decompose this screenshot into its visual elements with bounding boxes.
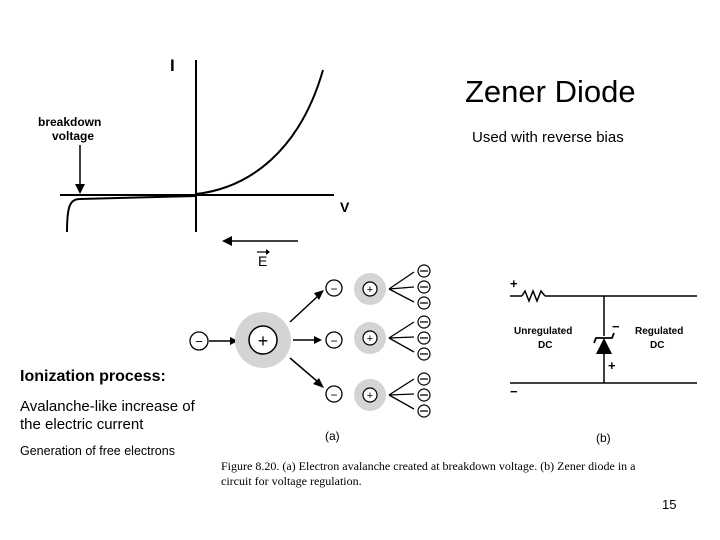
- secondary-electron-top: [325, 279, 343, 297]
- current-axis-label: I: [170, 56, 175, 75]
- regulated-dc-label: DC: [650, 340, 664, 351]
- secondary-electron-middle: [325, 331, 343, 349]
- small-ion-top: [362, 281, 378, 297]
- avalanche-arrow-bottom: [289, 357, 319, 383]
- fan-arrows: [388, 271, 415, 410]
- field-arrowhead: [222, 236, 232, 246]
- part-a-label: (a): [325, 429, 340, 443]
- ion-symbol: +: [367, 333, 373, 345]
- incoming-arrowhead: [230, 337, 238, 345]
- zener-diode-triangle: [596, 338, 612, 354]
- ionization-text-line1: Avalanche-like increase of: [20, 398, 195, 415]
- incoming-electron: [189, 331, 209, 351]
- electron-symbol: −: [330, 282, 337, 296]
- field-vector-tip: [266, 249, 270, 255]
- voltage-label: voltage: [52, 129, 94, 143]
- input-minus-sign: −: [510, 384, 518, 399]
- electron-symbol: −: [330, 334, 337, 348]
- ion-symbol: +: [367, 284, 373, 296]
- zener-diode-bar: [593, 332, 615, 344]
- unregulated-label: Unregulated: [514, 326, 572, 337]
- reverse-breakdown-curve: [66, 195, 197, 233]
- part-b-label: (b): [596, 431, 611, 445]
- diode-plus-sign: +: [608, 358, 616, 373]
- zener-circuit: + − Unregulated DC Regulated DC − + (b): [510, 276, 697, 445]
- forward-current-curve: [195, 69, 324, 195]
- breakdown-label: breakdown: [38, 115, 101, 129]
- ionization-text-line2: the electric current: [20, 416, 144, 433]
- ion-symbol: +: [367, 390, 373, 402]
- electron-column: [417, 264, 431, 418]
- page-number: 15: [662, 497, 677, 512]
- regulated-label: Regulated: [635, 326, 683, 337]
- avalanche-arrow-top: [289, 295, 319, 323]
- avalanche-diagram: − + − − − + + +: [189, 264, 431, 443]
- avalanche-arrowhead-top: [314, 290, 324, 300]
- slide-subtitle: Used with reverse bias: [472, 129, 624, 146]
- breakdown-arrowhead: [75, 184, 85, 194]
- small-ion-middle: [362, 330, 378, 346]
- large-ion-symbol: +: [258, 331, 269, 351]
- figure-caption-line2: circuit for voltage regulation.: [221, 474, 362, 488]
- resistor: [521, 288, 546, 304]
- secondary-electron-bottom: [325, 385, 343, 403]
- ionization-heading: Ionization process:: [20, 368, 166, 385]
- unregulated-dc-label: DC: [538, 340, 552, 351]
- field-label: E: [258, 253, 267, 269]
- avalanche-arrowhead-middle: [314, 336, 322, 344]
- diode-minus-sign: −: [612, 319, 620, 334]
- avalanche-arrowhead-bottom: [313, 378, 324, 388]
- electron-minus-signs: [420, 270, 428, 412]
- voltage-axis-label: V: [340, 199, 350, 215]
- ionization-text-line3: Generation of free electrons: [20, 444, 175, 458]
- input-plus-sign: +: [510, 276, 518, 291]
- large-ion: [248, 325, 278, 355]
- electron-symbol: −: [195, 334, 203, 349]
- electron-symbol: −: [330, 388, 337, 402]
- figure-caption-line1: Figure 8.20. (a) Electron avalanche crea…: [221, 459, 636, 473]
- small-ion-bottom: [362, 387, 378, 403]
- slide-title: Zener Diode: [465, 74, 636, 109]
